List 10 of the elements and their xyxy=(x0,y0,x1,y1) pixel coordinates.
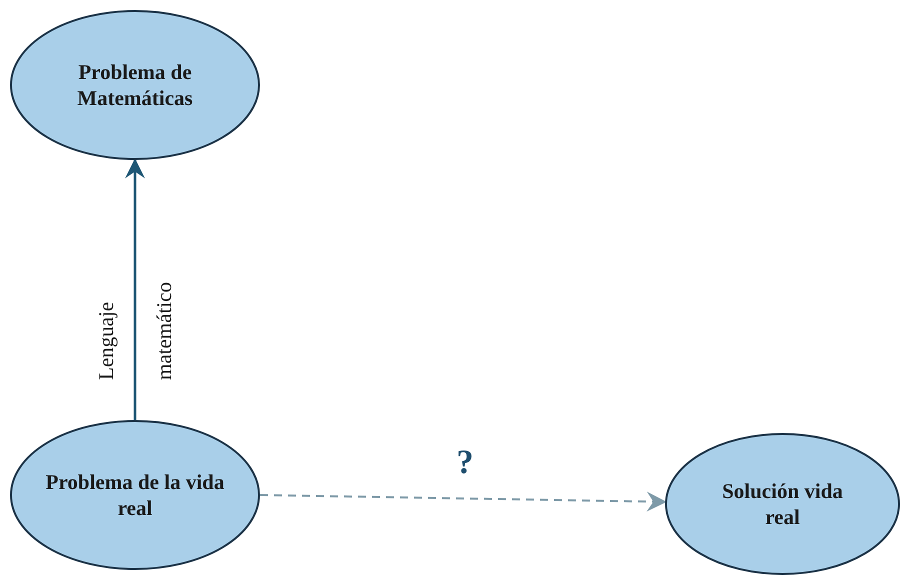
node-label: Solución vida real xyxy=(721,478,844,530)
ellipse-node xyxy=(665,433,900,575)
node-label: Problema de la vida real xyxy=(45,468,225,522)
arrow xyxy=(260,492,667,512)
arrow xyxy=(125,158,145,420)
node-label: Problema de Matemáticas xyxy=(76,58,194,112)
ellipse-node xyxy=(10,420,260,570)
edge-label: ? xyxy=(456,443,474,483)
ellipse-node xyxy=(10,10,260,160)
edge-label: Lenguaje matemático xyxy=(93,281,177,380)
